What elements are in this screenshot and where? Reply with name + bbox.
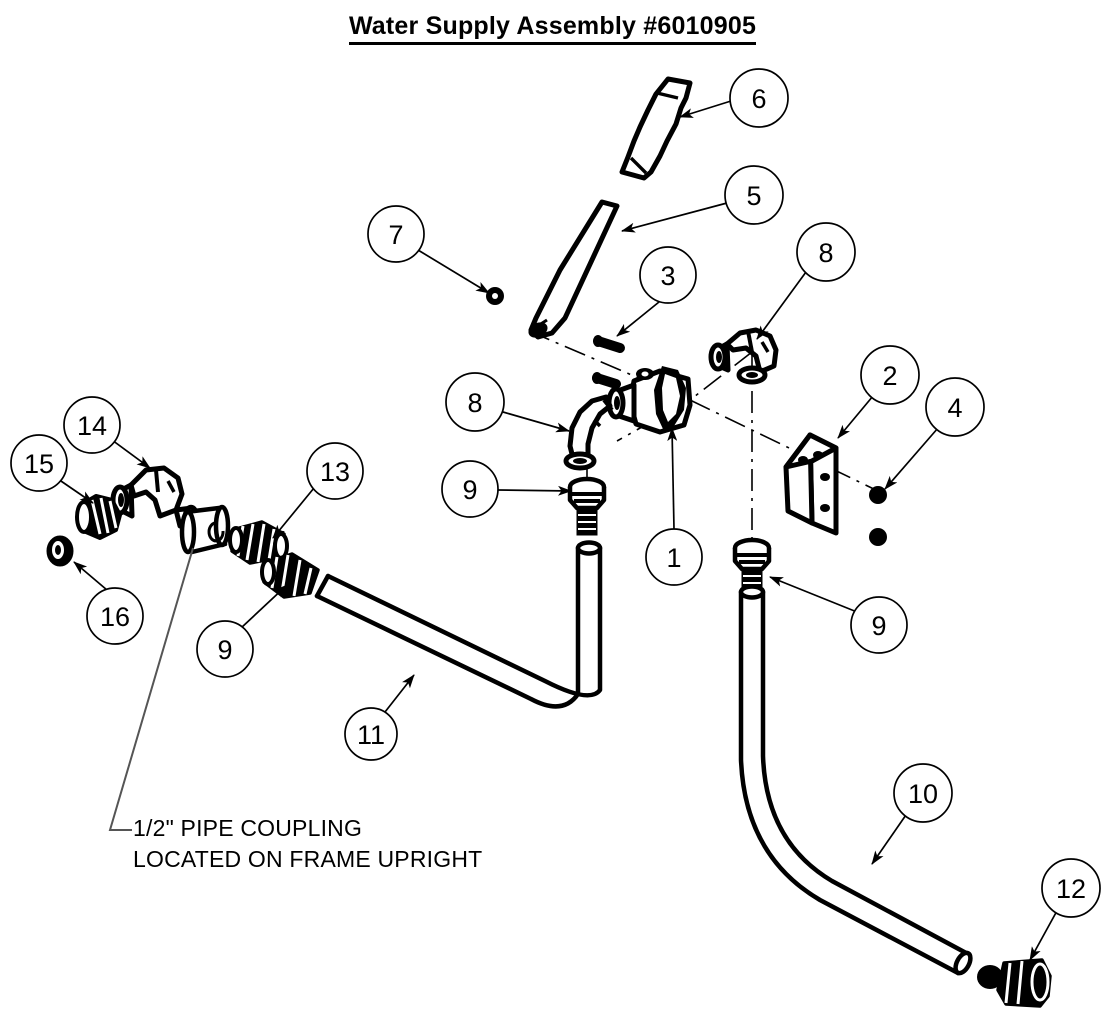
balloon-3[interactable]: 3: [639, 246, 697, 304]
pipe-coupling-note-text: 1/2" PIPE COUPLING LOCATED ON FRAME UPRI…: [133, 815, 483, 872]
part-long-hose: [738, 584, 973, 976]
balloon-9-lower-left[interactable]: 9: [196, 620, 254, 678]
balloon-9-upper-left-label: 9: [462, 475, 477, 505]
part-hose-coupling-nut: [977, 958, 1052, 1008]
balloon-16-label: 16: [100, 602, 130, 632]
part-valve-lever: [528, 199, 620, 340]
part-bolt: [869, 486, 887, 546]
part-hose-barb-hose11: [260, 552, 320, 599]
part-cap-nut: [75, 494, 122, 540]
balloon-9-right-label: 9: [871, 611, 886, 641]
balloon-8-right[interactable]: 8: [796, 222, 856, 282]
part-roll-pin: [592, 335, 625, 389]
balloon-7[interactable]: 7: [367, 205, 425, 263]
balloon-5[interactable]: 5: [724, 165, 784, 225]
part-ball-valve-body: [606, 366, 693, 435]
balloon-10-label: 10: [908, 779, 938, 809]
part-screw: [486, 287, 504, 305]
balloon-4[interactable]: 4: [925, 377, 985, 437]
balloon-16[interactable]: 16: [86, 587, 144, 645]
balloon-15[interactable]: 15: [10, 434, 68, 492]
balloon-1-label: 1: [666, 543, 681, 573]
balloon-5-label: 5: [746, 181, 761, 211]
page-title-text: Water Supply Assembly #6010905: [348, 12, 757, 45]
part-short-hose: [314, 540, 603, 709]
balloon-8-left[interactable]: 8: [445, 372, 505, 432]
balloon-14-label: 14: [77, 411, 107, 441]
balloon-group: 6 5 7 3 8 2 4: [10, 68, 1101, 918]
balloon-9-upper-left[interactable]: 9: [441, 460, 499, 518]
balloon-6-label: 6: [751, 84, 766, 114]
part-hose-barb-right: [732, 537, 772, 590]
balloon-2[interactable]: 2: [860, 345, 920, 405]
balloon-10[interactable]: 10: [893, 763, 953, 823]
part-street-elbow-left: [563, 394, 614, 471]
balloon-2-label: 2: [882, 361, 897, 391]
part-mounting-bracket: [783, 432, 839, 536]
balloon-4-label: 4: [947, 393, 962, 423]
balloon-8-right-label: 8: [818, 238, 833, 268]
part-street-elbow-right: [708, 327, 779, 385]
balloon-13-label: 13: [320, 457, 350, 487]
part-pipe-coupling: [179, 504, 231, 555]
part-hose-barb-left: [567, 476, 607, 536]
balloon-3-label: 3: [660, 261, 675, 291]
balloon-6[interactable]: 6: [729, 68, 789, 128]
balloon-9-right[interactable]: 9: [850, 596, 908, 654]
balloon-11[interactable]: 11: [344, 707, 398, 761]
balloon-14[interactable]: 14: [63, 396, 121, 454]
balloon-12[interactable]: 12: [1041, 858, 1101, 918]
balloon-11-label: 11: [357, 720, 385, 750]
balloon-13[interactable]: 13: [306, 442, 364, 500]
balloon-12-label: 12: [1056, 874, 1086, 904]
balloon-1[interactable]: 1: [645, 528, 703, 586]
balloon-15-label: 15: [24, 449, 54, 479]
leader-lines: [57, 100, 1059, 961]
balloon-7-label: 7: [388, 220, 403, 250]
balloon-8-left-label: 8: [467, 388, 482, 418]
pipe-coupling-note: 1/2" PIPE COUPLING LOCATED ON FRAME UPRI…: [133, 813, 593, 875]
part-handle-grip: [619, 76, 693, 181]
page-title: Water Supply Assembly #6010905: [0, 12, 1105, 45]
balloon-9-lower-left-label: 9: [217, 635, 232, 665]
part-washer: [46, 535, 74, 567]
